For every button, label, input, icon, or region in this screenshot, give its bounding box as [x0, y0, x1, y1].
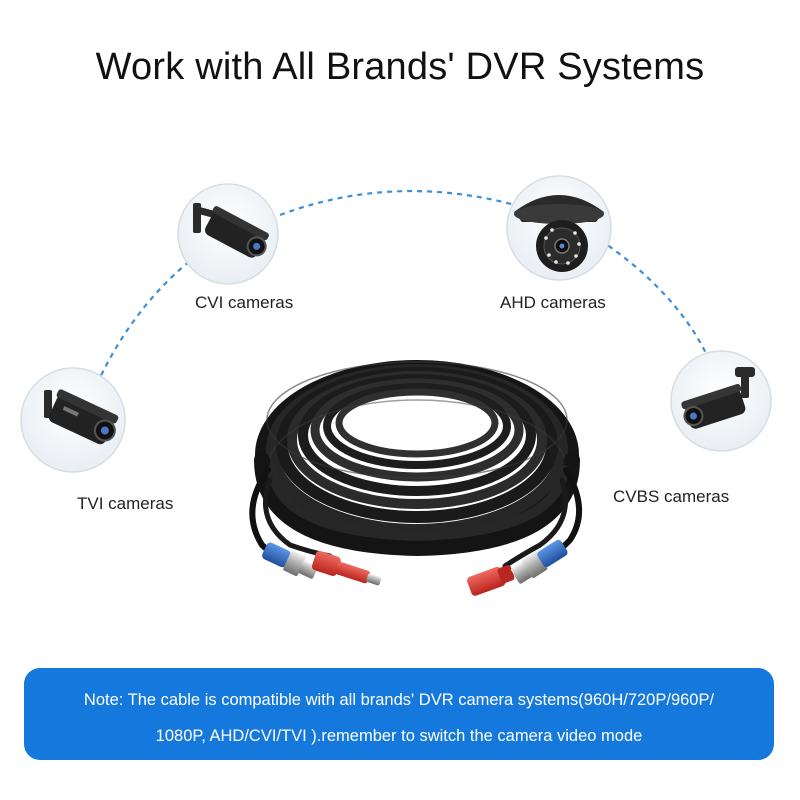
cvbs-camera-icon — [670, 350, 772, 452]
compatibility-note: Note: The cable is compatible with all b… — [24, 668, 774, 760]
right-dc-connector — [467, 565, 515, 596]
cvi-camera-label: CVI cameras — [195, 293, 294, 312]
right-bnc-connector — [511, 539, 568, 584]
note-line-2: 1080P, AHD/CVI/TVI ).remember to switch … — [155, 727, 643, 745]
cvbs-camera-label: CVBS cameras — [613, 487, 730, 506]
dashed-arc — [68, 189, 717, 471]
tvi-camera-icon — [20, 367, 126, 473]
left-dc-connector — [311, 550, 382, 586]
ahd-camera-label: AHD cameras — [500, 293, 606, 312]
page-title: Work with All Brands' DVR Systems — [95, 46, 705, 88]
cvi-camera-icon — [177, 183, 279, 285]
note-line-1: Note: The cable is compatible with all b… — [83, 691, 715, 709]
tvi-camera-label: TVI cameras — [77, 494, 174, 513]
ahd-camera-icon — [506, 175, 612, 281]
cable-coil — [249, 360, 583, 571]
